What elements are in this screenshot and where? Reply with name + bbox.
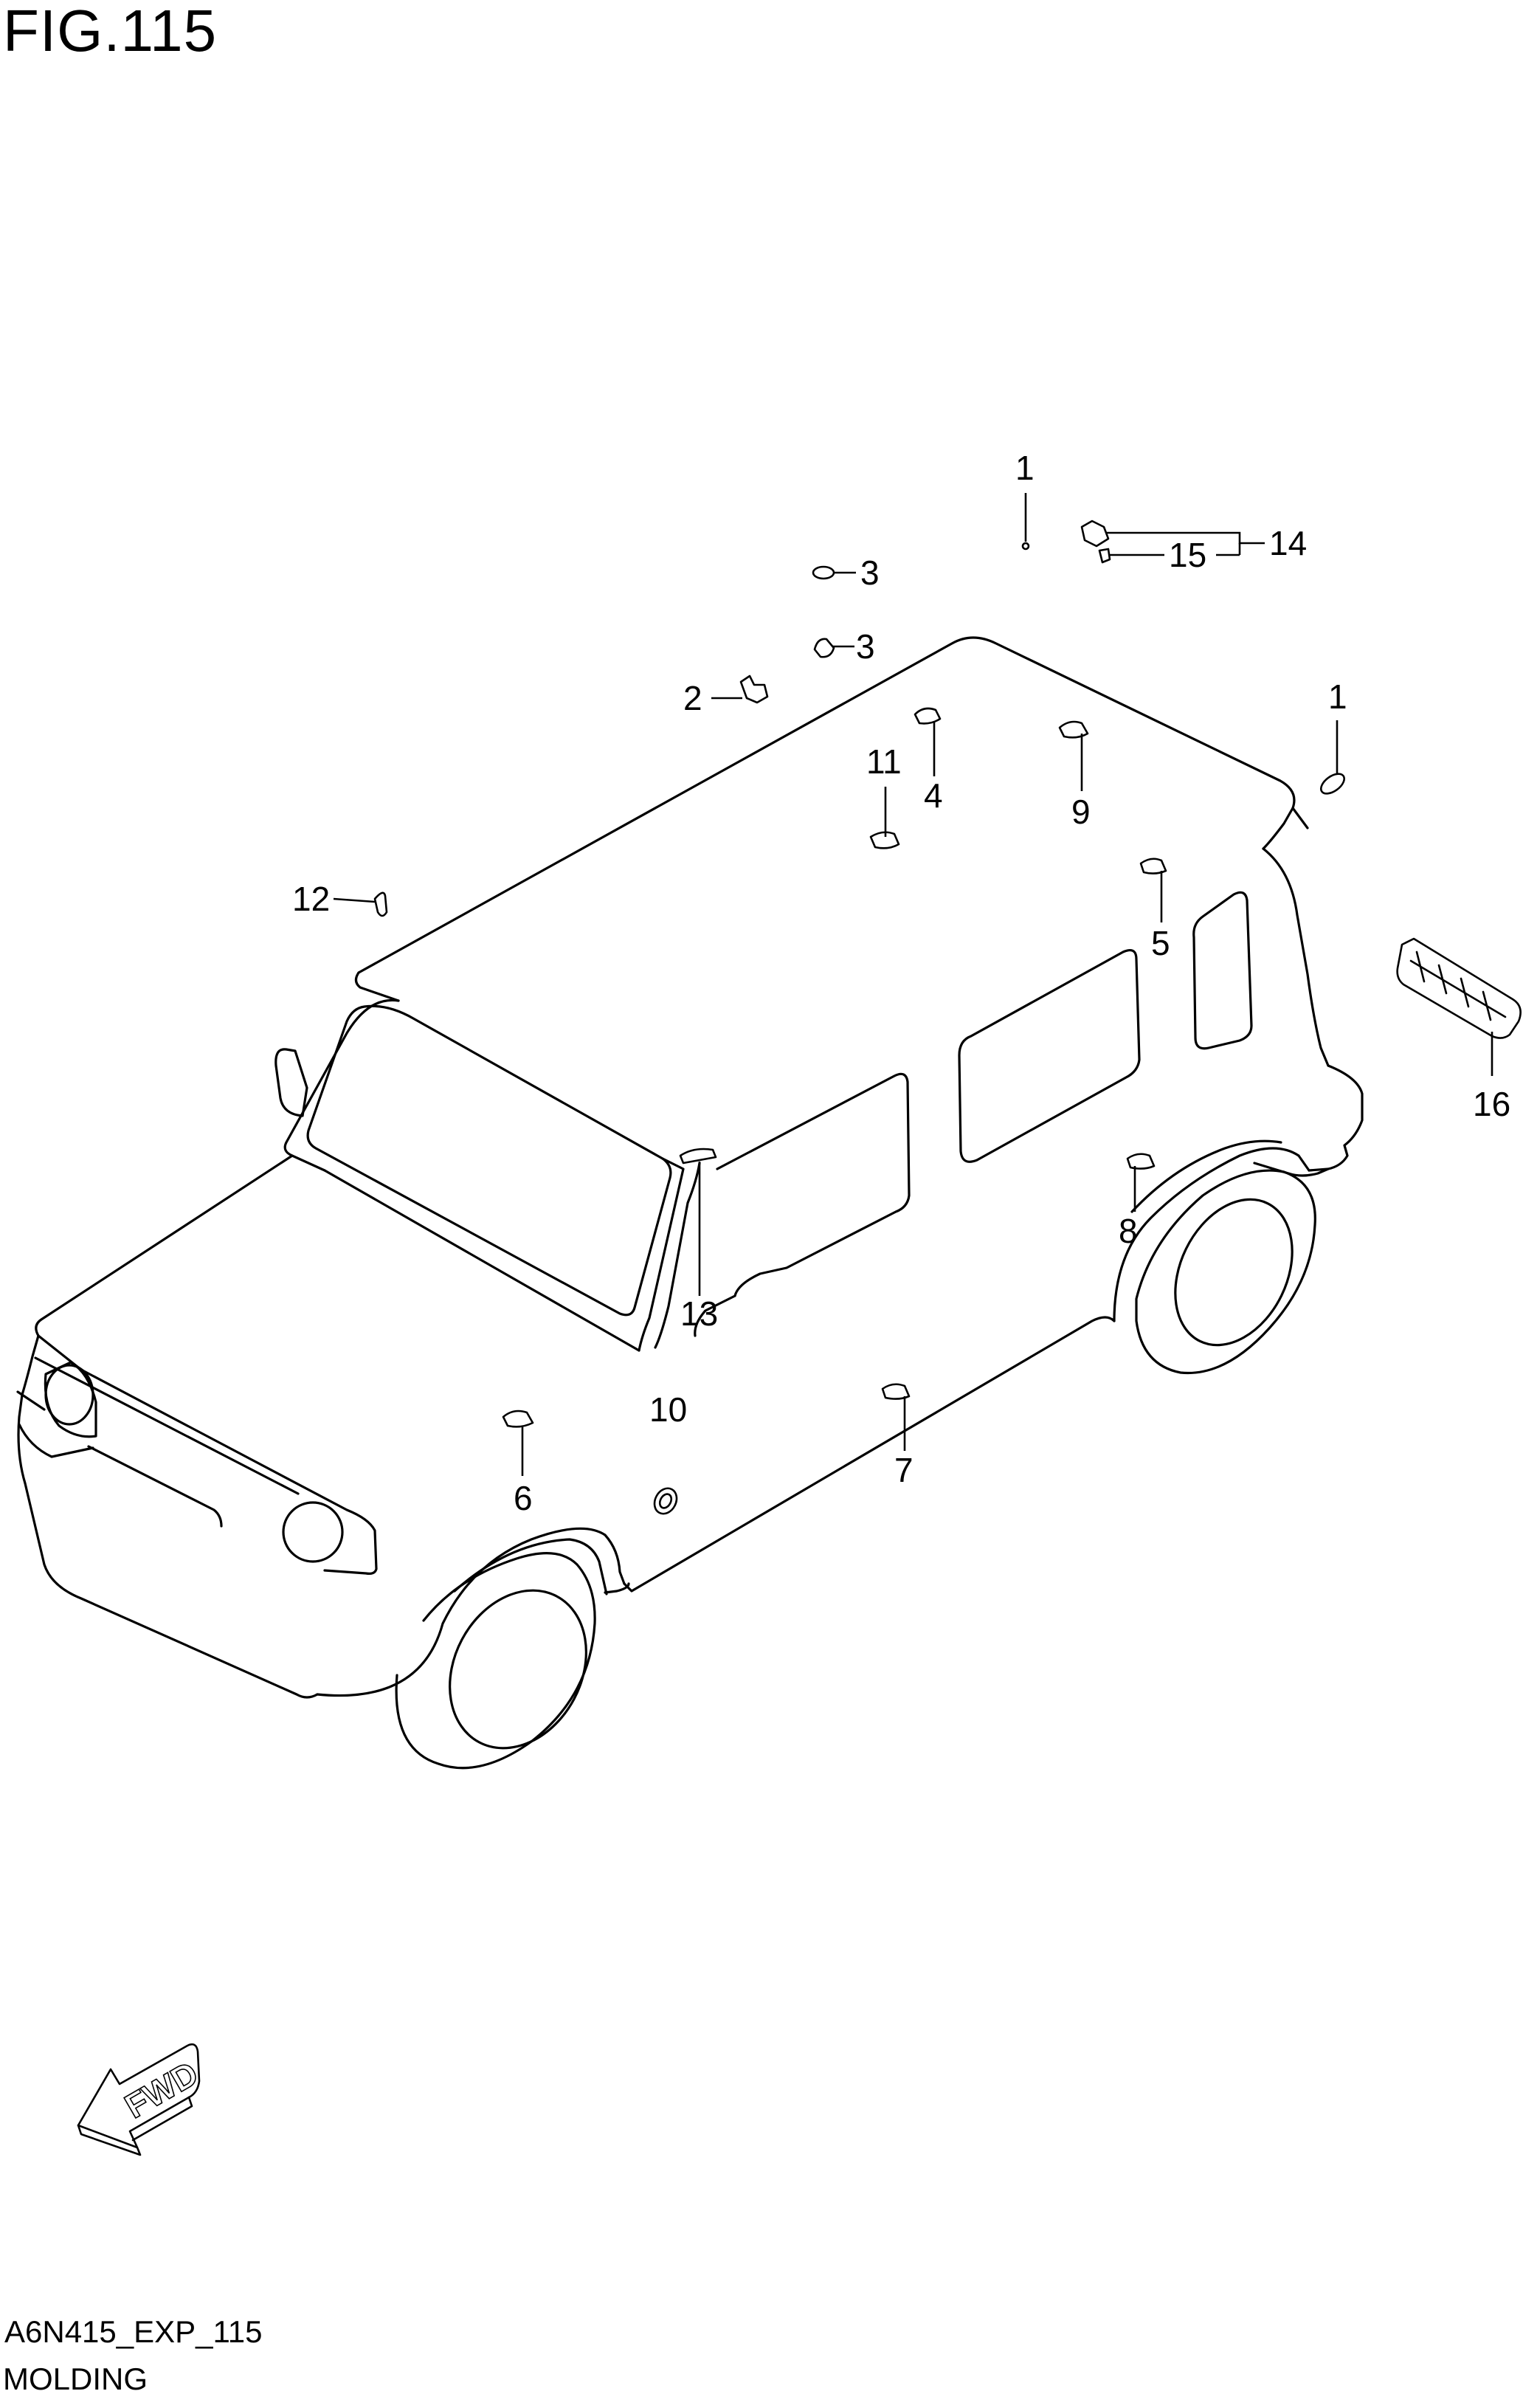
part-10-grommet [653, 1487, 678, 1515]
front-arch-flare [453, 1538, 608, 1595]
part-2-clip [739, 675, 769, 704]
part-16-rib-2 [1415, 951, 1426, 983]
part-14-bracket [1080, 520, 1110, 548]
grille-lower [87, 1445, 223, 1528]
part-15-clip [1098, 548, 1111, 564]
front-fascia [17, 1334, 319, 1699]
b-pillar-line [654, 1162, 701, 1349]
fwd-arrow-depth [77, 2096, 193, 2156]
leader-lines [333, 493, 1493, 1476]
left-headlight-bezel [44, 1361, 97, 1438]
callout-5: 5 [1151, 924, 1170, 962]
part-16-rib-4 [1460, 977, 1470, 1008]
roof-outline [357, 636, 1296, 974]
roof-front-edge [354, 971, 400, 1002]
rear-quarter-lower [1308, 1064, 1364, 1172]
part-16-rib-3 [1437, 964, 1448, 995]
callout-6: 6 [514, 1479, 533, 1517]
callout-8: 8 [1119, 1212, 1138, 1250]
figure-title: FIG.115 [3, 0, 218, 63]
callout-7: 7 [894, 1451, 914, 1489]
part-12-clip [373, 891, 388, 917]
callout-16: 16 [1473, 1085, 1510, 1123]
front-wheel-arch [316, 1527, 626, 1697]
part-6-molding-clip [502, 1410, 534, 1428]
side-mirror [274, 1048, 308, 1117]
a-pillar [638, 1157, 685, 1352]
hood-outline [35, 1154, 378, 1575]
windshield-glass [306, 1004, 672, 1317]
part-4-molding-clip [914, 707, 942, 725]
part-11-molding-clip [869, 831, 900, 849]
callout-2: 2 [683, 679, 702, 717]
diagram-code: A6N415_EXP_115 [4, 2314, 263, 2349]
leader-14 [1107, 531, 1265, 545]
rear-quarter-window [1192, 891, 1253, 1050]
rear-wheel-arch [1113, 1147, 1310, 1322]
callout-10: 10 [649, 1390, 687, 1429]
right-headlight [282, 1501, 344, 1563]
roof-rear-edge [1291, 807, 1309, 829]
rear-tire [1135, 1169, 1316, 1375]
rear-wheel-rim [1174, 1198, 1294, 1347]
side-sill [623, 1316, 1116, 1593]
fwd-arrow-shape [77, 2043, 201, 2149]
callout-3-upper: 3 [860, 553, 880, 592]
body-side-lower [604, 1582, 630, 1594]
callout-11: 11 [866, 742, 902, 781]
callout-numbers: 1 1 2 3 3 4 5 6 7 8 9 10 11 12 13 14 15 … [292, 449, 1510, 1517]
part-16-rib-1 [1409, 959, 1507, 1018]
callout-9: 9 [1071, 793, 1091, 831]
part-3-fastener-upper [812, 565, 835, 580]
rear-door-window [958, 949, 1141, 1163]
vehicle-outline [16, 636, 1364, 1770]
callout-4: 4 [924, 776, 943, 815]
callout-3-lower: 3 [856, 627, 875, 666]
callout-12: 12 [292, 880, 330, 918]
fwd-arrow: FWD [77, 2043, 205, 2156]
part-13-molding [679, 1148, 717, 1165]
part-3-fastener-lower [813, 638, 835, 658]
part-8-molding-clip [1126, 1153, 1156, 1170]
part-1-cap-right [1319, 773, 1346, 795]
callout-13: 13 [680, 1294, 718, 1333]
front-wheel-rim [449, 1589, 587, 1750]
leader-12 [333, 897, 376, 903]
front-door-lower [694, 1294, 736, 1337]
windshield-frame [283, 998, 400, 1172]
bumper-line [16, 1390, 94, 1458]
part-10-grommet-inner [658, 1493, 673, 1509]
front-door-window [716, 1072, 911, 1297]
rear-pillar [1262, 847, 1330, 1067]
hood-rear-edge [323, 1169, 640, 1352]
parts [373, 520, 1522, 1515]
callout-1-top: 1 [1015, 449, 1035, 487]
part-1-clip-top [1021, 542, 1030, 551]
callout-1-right: 1 [1328, 677, 1347, 716]
part-9-molding-clip [1058, 720, 1089, 739]
callout-14: 14 [1269, 524, 1307, 562]
part-5-molding-clip [1139, 858, 1167, 874]
grille-top [34, 1356, 300, 1495]
part-16-rib-5 [1482, 990, 1492, 1021]
diagram-caption: MOLDING [3, 2362, 148, 2396]
rear-arch-flare [1130, 1139, 1282, 1213]
callout-15: 15 [1169, 536, 1206, 574]
part-7-molding-clip [881, 1383, 911, 1400]
front-tire [395, 1552, 596, 1770]
